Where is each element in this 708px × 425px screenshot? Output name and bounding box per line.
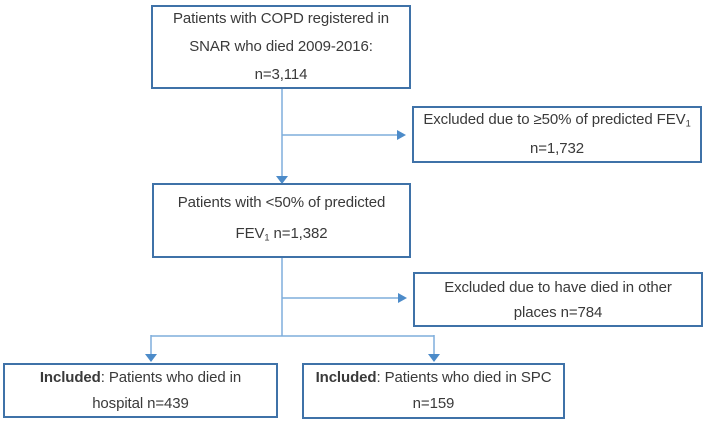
box-under50-line2: FEV1 n=1,382 bbox=[236, 218, 328, 253]
box-included-hospital-text: : Patients who died in bbox=[100, 368, 242, 386]
arrow-to-hospital-head bbox=[145, 354, 157, 362]
box-total-count: n=3,114 bbox=[254, 66, 308, 83]
box-included-hospital-line1: Included: Patients who died in bbox=[40, 365, 241, 391]
box-under50-fev-text: FEV bbox=[235, 225, 265, 243]
arrow-total-to-under50-head bbox=[276, 176, 288, 184]
box-total-line1: Patients with COPD registered in bbox=[172, 10, 390, 27]
box-under50-line1: Patients with <50% of predicted bbox=[177, 194, 386, 212]
box-excluded-fev50-text: Excluded due to ≥50% of predicted FEV bbox=[423, 110, 686, 128]
included-label: Included bbox=[39, 368, 101, 386]
box-excluded-fev50-line1: Excluded due to ≥50% of predicted FEV1 bbox=[423, 107, 690, 136]
box-included-hospital-count: hospital n=439 bbox=[92, 394, 189, 412]
box-excluded-places-count: places n=784 bbox=[513, 303, 603, 321]
fev-subscript: 1 bbox=[685, 118, 691, 129]
arrow-to-spc-head bbox=[428, 354, 440, 362]
arrow-branch-excluded-place-head bbox=[398, 293, 407, 303]
arrow-branch-excluded-fev-head bbox=[397, 130, 406, 140]
box-copd-deaths-total: Patients with COPD registered in SNAR wh… bbox=[151, 5, 411, 89]
box-under50-count: n=1,382 bbox=[269, 225, 328, 243]
box-total-line2: SNAR who died 2009-2016: bbox=[189, 38, 373, 55]
box-excluded-fev50-count: n=1,732 bbox=[530, 140, 584, 158]
box-included-hospital: Included: Patients who died in hospital … bbox=[3, 363, 278, 418]
box-excluded-places-line1: Excluded due to have died in other bbox=[444, 278, 672, 296]
box-included-spc-count: n=159 bbox=[412, 395, 455, 412]
box-excluded-fev50: Excluded due to ≥50% of predicted FEV1 n… bbox=[412, 106, 702, 163]
box-excluded-other-places: Excluded due to have died in other place… bbox=[413, 272, 703, 327]
box-included-spc: Included: Patients who died in SPC n=159 bbox=[302, 363, 565, 419]
box-under50-fev: Patients with <50% of predicted FEV1 n=1… bbox=[152, 183, 411, 258]
fev-subscript: 1 bbox=[264, 232, 270, 243]
included-label: Included bbox=[315, 369, 377, 386]
box-included-spc-text: : Patients who died in SPC bbox=[376, 369, 552, 386]
box-included-spc-line1: Included: Patients who died in SPC bbox=[316, 365, 552, 391]
